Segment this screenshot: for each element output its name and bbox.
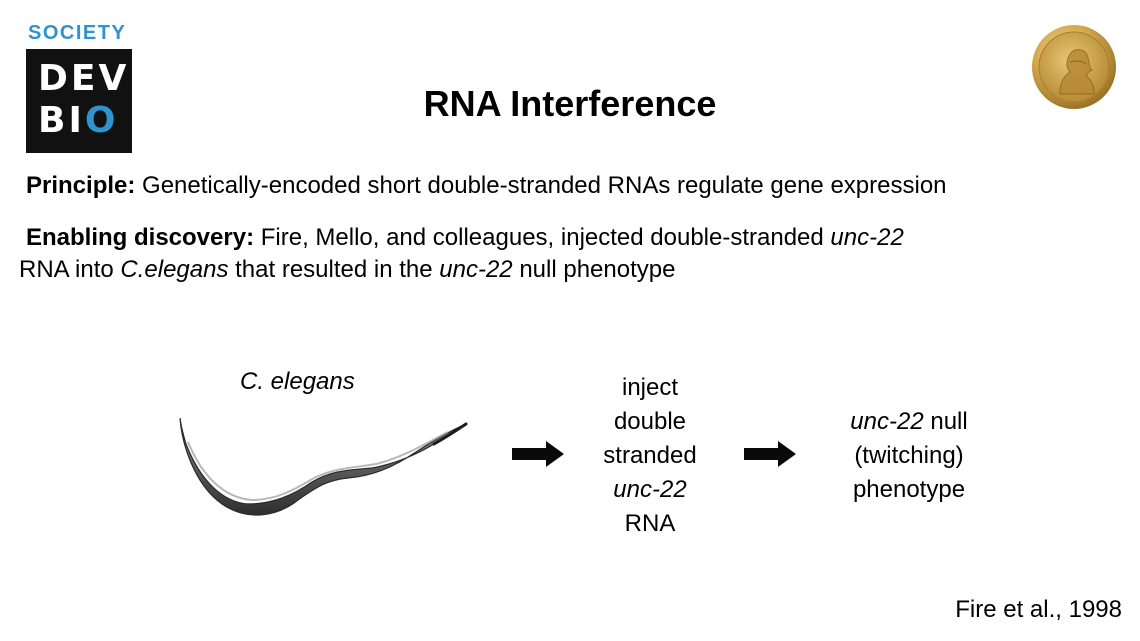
step2-line2: (twitching) bbox=[854, 442, 964, 469]
right-arrow-icon bbox=[744, 441, 796, 467]
discovery-part2: RNA into bbox=[19, 256, 121, 283]
discovery-italic3: unc-22 bbox=[439, 256, 513, 283]
discovery-italic1: unc-22 bbox=[830, 224, 904, 251]
logo-dev-text: DEV bbox=[38, 58, 130, 99]
logo-o-text: O bbox=[84, 100, 119, 141]
nobel-medal-icon bbox=[1032, 25, 1116, 109]
worm-caption: C. elegans bbox=[240, 368, 355, 395]
logo-box: DEV BIO bbox=[26, 49, 132, 153]
step1-line5: RNA bbox=[624, 510, 676, 537]
step1-line2: double bbox=[613, 408, 687, 435]
principle-text: Principle: Genetically-encoded short dou… bbox=[26, 170, 1120, 202]
step1-line1: inject bbox=[621, 374, 679, 401]
step2-line1-italic: unc-22 bbox=[850, 408, 924, 435]
discovery-part3: that resulted in the bbox=[228, 256, 440, 283]
step1-line4: unc-22 bbox=[613, 476, 687, 503]
step-phenotype-text: unc-22 null (twitching) phenotype bbox=[812, 405, 1006, 507]
step-inject-text: inject double stranded unc-22 RNA bbox=[580, 371, 720, 541]
page-title: RNA Interference bbox=[423, 83, 717, 124]
step2-line1-rest: null bbox=[923, 408, 968, 435]
c-elegans-image bbox=[179, 417, 468, 516]
step2-line1: unc-22 null bbox=[812, 405, 1006, 439]
logo-society-text: SOCIETY bbox=[28, 22, 127, 44]
right-arrow-icon bbox=[512, 441, 564, 467]
discovery-italic2: C.elegans bbox=[120, 256, 229, 283]
logo-bi-text: BI bbox=[38, 100, 85, 141]
discovery-text: Enabling discovery: Fire, Mello, and col… bbox=[19, 222, 1120, 286]
logo-bio-text: BIO bbox=[38, 103, 118, 139]
step2-line3: phenotype bbox=[852, 476, 966, 503]
step1-line3: stranded bbox=[603, 442, 697, 469]
discovery-part1: Fire, Mello, and colleagues, injected do… bbox=[254, 224, 831, 251]
principle-body: Genetically-encoded short double-strande… bbox=[135, 172, 947, 199]
society-devbio-logo: SOCIETY DEV BIO bbox=[26, 22, 132, 154]
discovery-label: Enabling discovery: bbox=[26, 224, 255, 251]
citation: Fire et al., 1998 bbox=[955, 596, 1122, 623]
discovery-part4: null phenotype bbox=[512, 256, 676, 283]
principle-label: Principle: bbox=[26, 172, 136, 199]
